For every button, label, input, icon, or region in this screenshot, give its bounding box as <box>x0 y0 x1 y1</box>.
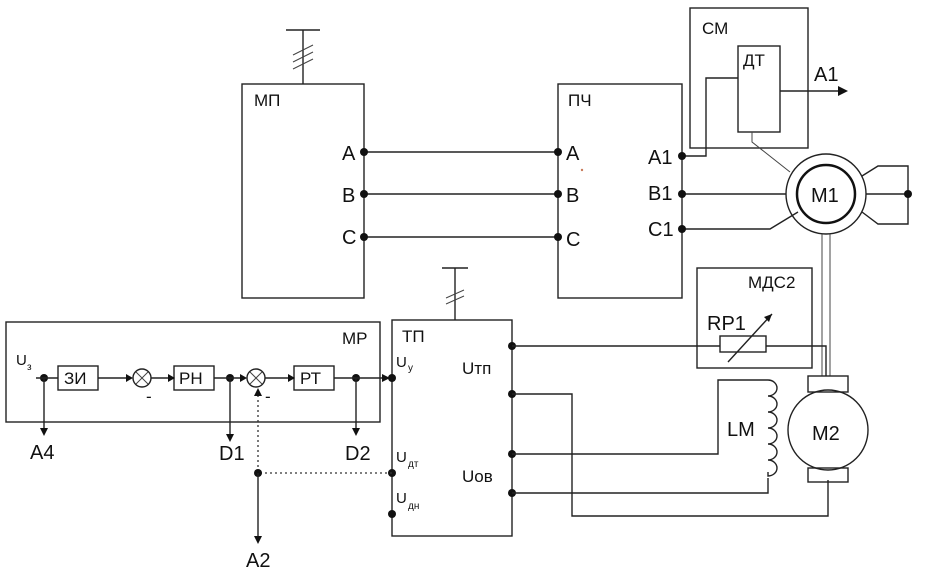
a1-output-label: A1 <box>814 64 838 86</box>
rn-label: РН <box>179 369 203 388</box>
mr-block <box>5 321 381 423</box>
motor-m2-label: M2 <box>812 423 840 445</box>
tp-utp-label: Uтп <box>462 359 491 378</box>
c1-wire <box>682 211 799 230</box>
minus-sign-1: - <box>146 387 152 406</box>
uov-wire-bottom <box>512 478 769 494</box>
pch-label: ПЧ <box>568 91 592 110</box>
mp-terminal-c: C <box>342 227 356 249</box>
pch-terminal-a1: A1 <box>648 147 672 169</box>
m2-brush-top <box>807 375 849 393</box>
zi-label: ЗИ <box>64 369 87 388</box>
tp-uy-label: U <box>396 354 407 371</box>
svg-text:у: у <box>408 363 413 374</box>
tp-udt-label: U <box>396 449 407 466</box>
m2-brush-bottom <box>807 467 849 483</box>
sm-block <box>689 7 809 149</box>
uz-label: U <box>16 352 27 369</box>
pch-terminal-b: B <box>566 185 579 207</box>
tp-udn-label: U <box>396 490 407 507</box>
d1-output-label: D1 <box>219 443 245 465</box>
mp-terminal-a: A <box>342 143 356 165</box>
mr-label: МР <box>342 329 368 348</box>
motor-m1 <box>795 163 857 225</box>
a1-sensor-wire <box>682 77 738 157</box>
utp-wire-bottom <box>512 393 829 517</box>
pch-terminal-b1: B1 <box>648 183 672 205</box>
sm-label: СМ <box>702 19 728 38</box>
lm-winding <box>767 379 778 477</box>
pch-terminal-c1: C1 <box>648 219 674 241</box>
mds2-label: МДС2 <box>748 273 795 292</box>
motor-m2 <box>787 389 869 471</box>
motor-m1-label: M1 <box>811 185 839 207</box>
dt-block <box>737 45 781 133</box>
pch-terminal-c: C <box>566 229 580 251</box>
minus-sign-2: - <box>265 387 271 406</box>
rp1-label: RP1 <box>707 313 746 335</box>
dt-label: ДТ <box>743 51 765 70</box>
m1-star-wiring <box>861 165 909 225</box>
current-feedback-line <box>257 392 392 474</box>
svg-text:з: з <box>27 362 32 373</box>
tp-block <box>391 319 513 537</box>
mp-terminal-b: B <box>342 185 355 207</box>
mp-label: МП <box>254 91 280 110</box>
svg-text:дн: дн <box>408 501 419 512</box>
tp-label: ТП <box>402 327 425 346</box>
mds2-block <box>696 267 813 369</box>
rt-label: РТ <box>300 369 321 388</box>
tp-uov-label: Uов <box>462 467 493 486</box>
svg-text:дт: дт <box>408 459 419 470</box>
d2-output-label: D2 <box>345 443 371 465</box>
lm-label: LM <box>727 419 755 441</box>
rp1-resistor <box>719 335 767 353</box>
pch-terminal-a: A <box>566 143 580 165</box>
a4-output-label: A4 <box>30 442 54 464</box>
a2-output-label: A2 <box>246 550 270 572</box>
uov-wire-top <box>512 379 768 455</box>
